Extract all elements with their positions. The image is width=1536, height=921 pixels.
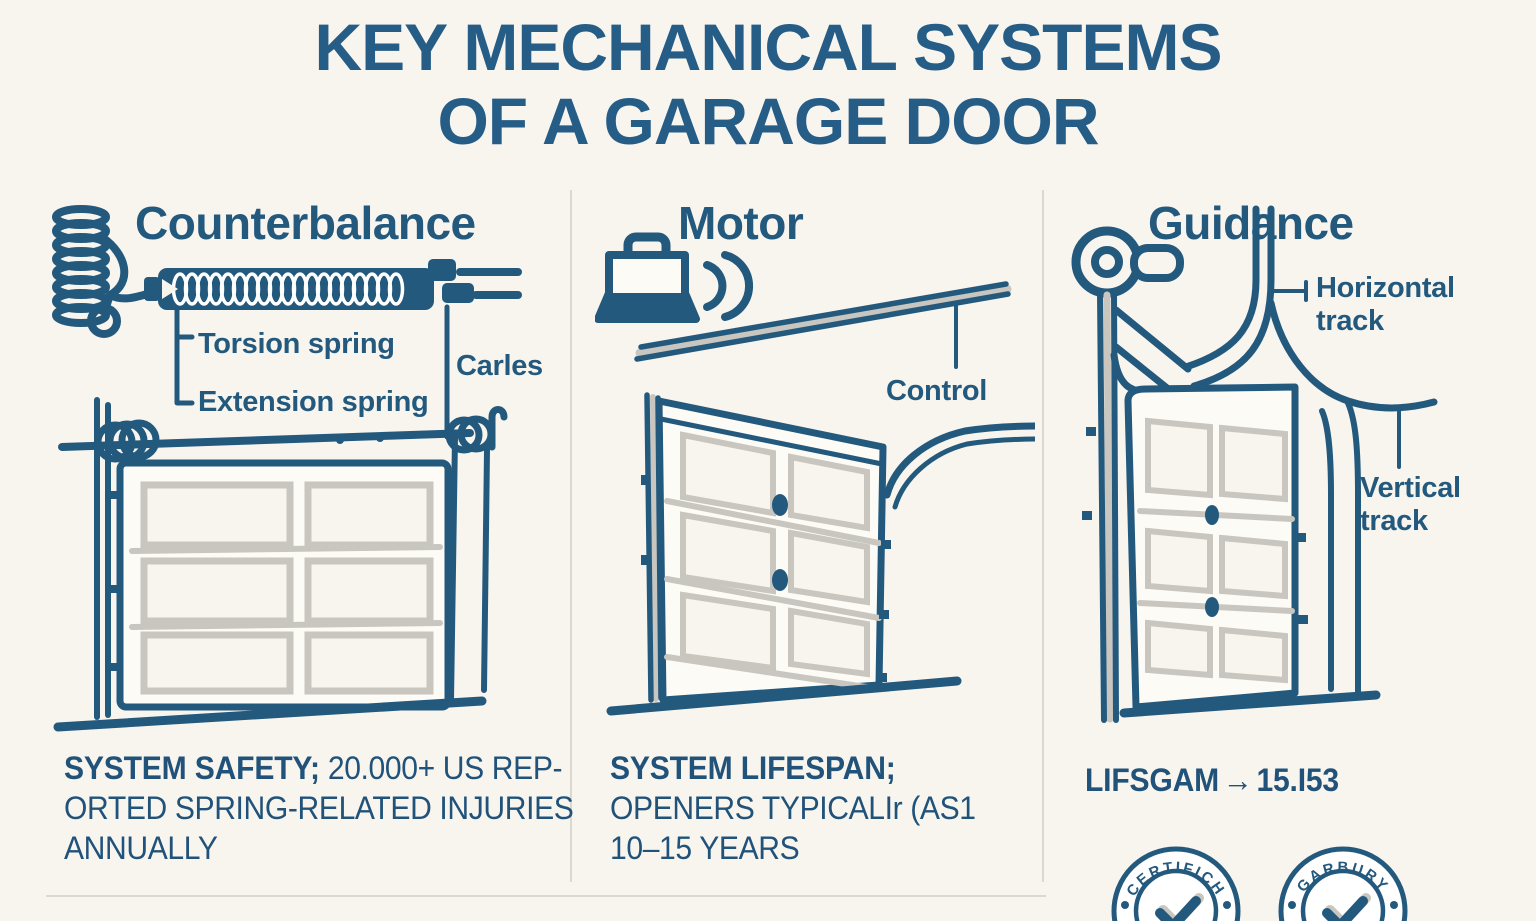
- divider-counterbalance-motor: [570, 190, 572, 882]
- horizontal-track-pipe: [1110, 205, 1438, 695]
- label-control: Control: [886, 375, 987, 407]
- heading-guidance: Guidance: [1148, 197, 1354, 249]
- label-vertical-track-line1: Vertical: [1360, 472, 1461, 504]
- stat-lifespan-guidance: LIFSGAM→15.I53: [1085, 760, 1339, 800]
- extension-spring-icon: [144, 259, 522, 310]
- label-cables: Carles: [456, 350, 543, 382]
- motor-garage-door: [606, 392, 1035, 716]
- stat-system-lifespan: SYSTEM LIFESPAN; OPENERS TYPICALIr (AS1 …: [610, 748, 976, 868]
- stat-system-lifespan-line3: 10–15 YEARS: [610, 830, 800, 866]
- stat-system-safety-bold: SYSTEM SAFETY;: [64, 750, 320, 786]
- stat-system-safety-line3: ANNUALLY: [64, 830, 218, 866]
- label-horizontal-track-line1: Horizontal: [1316, 272, 1455, 304]
- counterbalance-illustration: [52, 205, 522, 732]
- certification-badges: CERTIFICH GARBURY: [1111, 846, 1408, 921]
- label-vertical-track: Vertical track: [1360, 472, 1461, 538]
- guidance-garage-door: [1119, 383, 1381, 718]
- guidance-illustration: [1071, 205, 1438, 723]
- coil-spring-icon: [52, 205, 162, 338]
- check-icon: [1322, 896, 1368, 921]
- stat-lifsgam-label: LIFSGAM: [1085, 762, 1220, 798]
- certification-badge-2: GARBURY: [1278, 846, 1408, 921]
- label-horizontal-track-line2: track: [1316, 305, 1384, 337]
- certification-badge-1: CERTIFICH: [1111, 846, 1241, 921]
- bottom-divider: [46, 895, 1046, 897]
- label-vertical-track-line2: track: [1360, 505, 1428, 537]
- stat-system-lifespan-line2: OPENERS TYPICALIr (AS1: [610, 790, 976, 826]
- signal-waves-icon: [703, 251, 754, 321]
- label-extension-spring: Extension spring: [198, 386, 429, 418]
- stat-system-safety-line1: 20.000+ US REP-: [327, 750, 563, 786]
- counterbalance-garage-door: [53, 397, 508, 732]
- stat-system-safety-line2: ORTED SPRING-RELATED INJURIES: [64, 790, 574, 826]
- motor-illustration: [595, 232, 1035, 716]
- pulley-icon: [1071, 226, 1184, 298]
- check-icon: [1155, 896, 1201, 921]
- page-title-line1: KEY MECHANICAL SYSTEMS: [314, 10, 1222, 84]
- stat-lifsgam-value: 15.I53: [1256, 762, 1339, 798]
- label-torsion-spring: Torsion spring: [198, 328, 395, 360]
- arrow-right-icon: →: [1222, 762, 1253, 798]
- label-horizontal-track: Horizontal track: [1316, 272, 1455, 338]
- stat-system-safety: SYSTEM SAFETY; 20.000+ US REP- ORTED SPR…: [64, 748, 574, 868]
- divider-motor-guidance: [1042, 190, 1044, 882]
- ceiling-rail: [634, 281, 1012, 362]
- left-vertical-track: [1082, 290, 1192, 723]
- garage-opener-icon: [595, 232, 700, 323]
- heading-motor: Motor: [678, 197, 804, 249]
- heading-counterbalance: Counterbalance: [135, 197, 476, 249]
- page-title: KEY MECHANICAL SYSTEMS OF A GARAGE DOOR: [0, 10, 1536, 158]
- spring-label-bracket: [174, 304, 450, 440]
- page-title-line2: OF A GARAGE DOOR: [437, 84, 1099, 158]
- stat-system-lifespan-bold: SYSTEM LIFESPAN;: [610, 750, 896, 786]
